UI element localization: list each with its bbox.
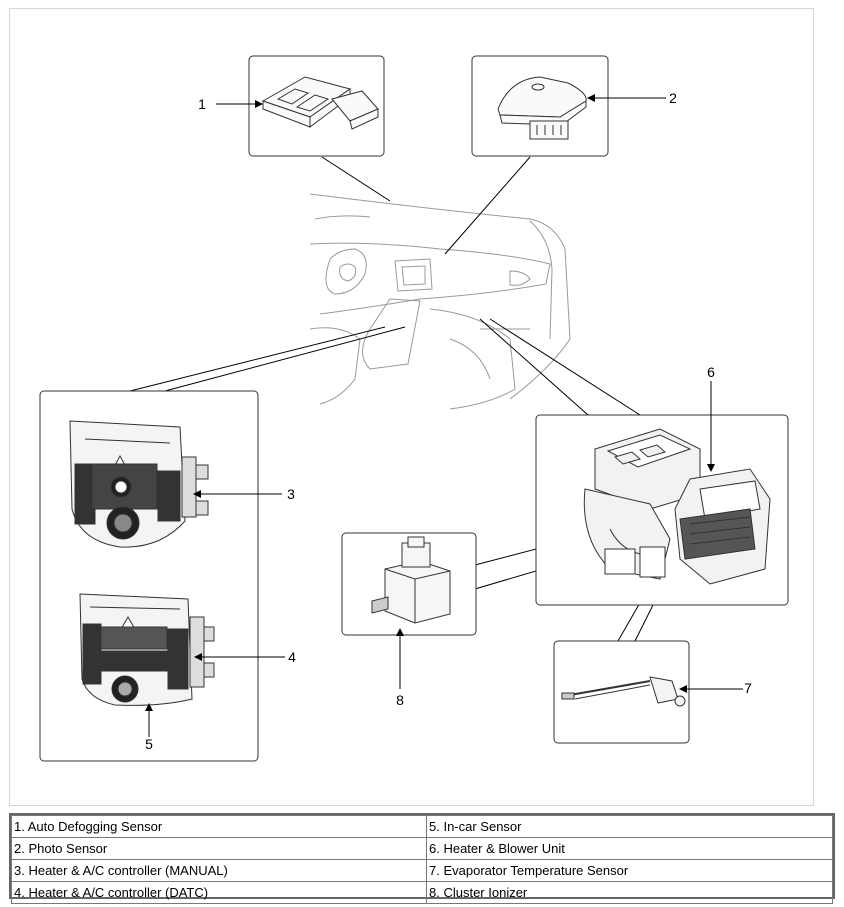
legend-row: 4. Heater & A/C controller (DATC) 8. Clu… [11, 881, 833, 904]
cluster-ionizer-box [341, 532, 477, 636]
photo-sensor-box [471, 55, 609, 157]
legend-item: 5. In-car Sensor [426, 815, 833, 838]
hvac-component-location-diagram: 1 2 3 4 5 6 7 8 [9, 8, 814, 806]
manual-controller-illustration [69, 420, 209, 548]
callout-3: 3 [287, 486, 295, 502]
callout-5: 5 [145, 736, 153, 752]
legend-item: 2. Photo Sensor [11, 837, 427, 860]
legend-item: 3. Heater & A/C controller (MANUAL) [11, 859, 427, 882]
callout-arrows [145, 94, 743, 737]
legend-row: 2. Photo Sensor 6. Heater & Blower Unit [11, 837, 833, 860]
vehicle-interior-illustration [309, 193, 571, 410]
legend-item: 8. Cluster Ionizer [426, 881, 833, 904]
callout-7: 7 [744, 680, 752, 696]
callout-1: 1 [198, 96, 206, 112]
callout-6: 6 [707, 364, 715, 380]
evaporator-temp-sensor-box [553, 640, 690, 744]
callout-8: 8 [396, 692, 404, 708]
legend-row: 3. Heater & A/C controller (MANUAL) 7. E… [11, 859, 833, 882]
datc-controller-illustration [79, 593, 215, 706]
legend-row: 1. Auto Defogging Sensor 5. In-car Senso… [11, 815, 833, 838]
legend-item: 4. Heater & A/C controller (DATC) [11, 881, 427, 904]
legend-item: 7. Evaporator Temperature Sensor [426, 859, 833, 882]
auto-defogging-sensor-box [248, 55, 385, 157]
legend-item: 1. Auto Defogging Sensor [11, 815, 427, 838]
callout-4: 4 [288, 649, 296, 665]
legend-item: 6. Heater & Blower Unit [426, 837, 833, 860]
callout-2: 2 [669, 90, 677, 106]
component-legend-table: 1. Auto Defogging Sensor 5. In-car Senso… [9, 813, 835, 904]
controllers-box [39, 390, 259, 762]
heater-blower-unit-box [535, 414, 789, 606]
